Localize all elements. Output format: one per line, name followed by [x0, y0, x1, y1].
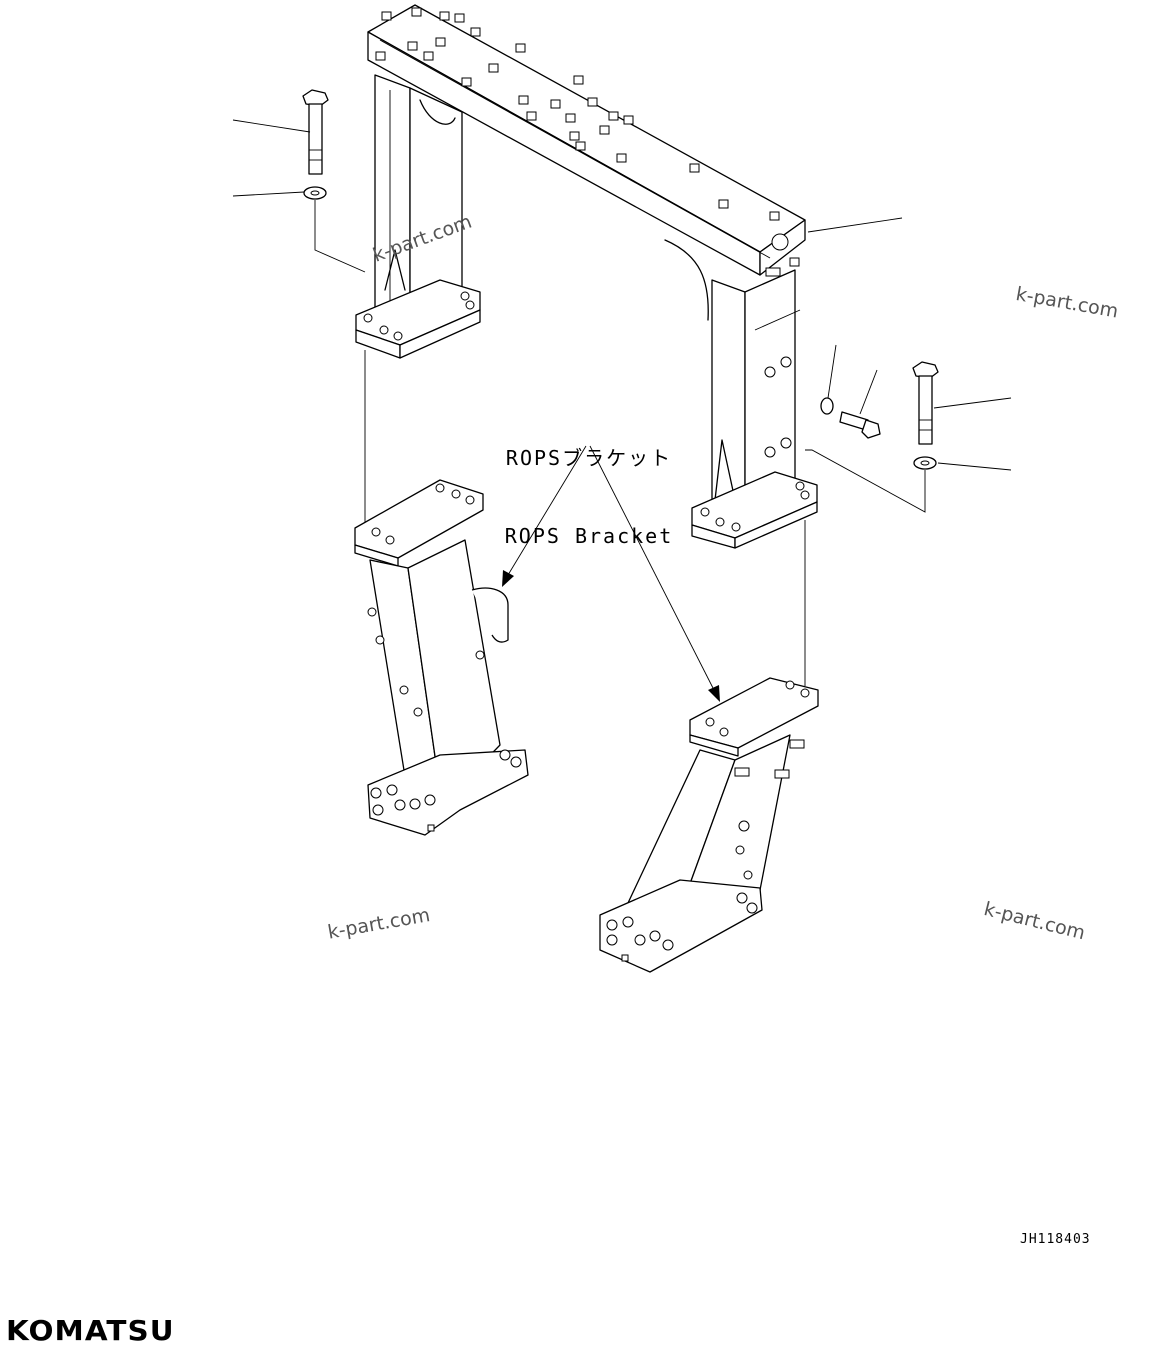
leader-lines — [232, 119, 1012, 686]
left-bolt — [302, 89, 329, 175]
left-rops-bracket — [354, 479, 529, 836]
callout-label-english: ROPS Bracket — [504, 524, 674, 548]
beam-studs — [375, 7, 780, 221]
rops-frame — [355, 4, 818, 549]
right-bolt — [912, 361, 939, 445]
drawing-code: JH118403 — [1020, 1232, 1091, 1247]
callout-label-japanese: ROPSブラケット — [505, 446, 673, 470]
right-rops-bracket — [599, 677, 819, 973]
small-bolt — [839, 411, 881, 439]
left-washer — [303, 186, 327, 200]
right-washer — [913, 456, 937, 470]
callout-arrows — [502, 445, 720, 702]
rops-bracket-callout: ROPSブラケット ROPS Bracket — [494, 393, 684, 575]
komatsu-logo: KOMATSU — [6, 1314, 175, 1347]
small-washer — [820, 397, 834, 415]
